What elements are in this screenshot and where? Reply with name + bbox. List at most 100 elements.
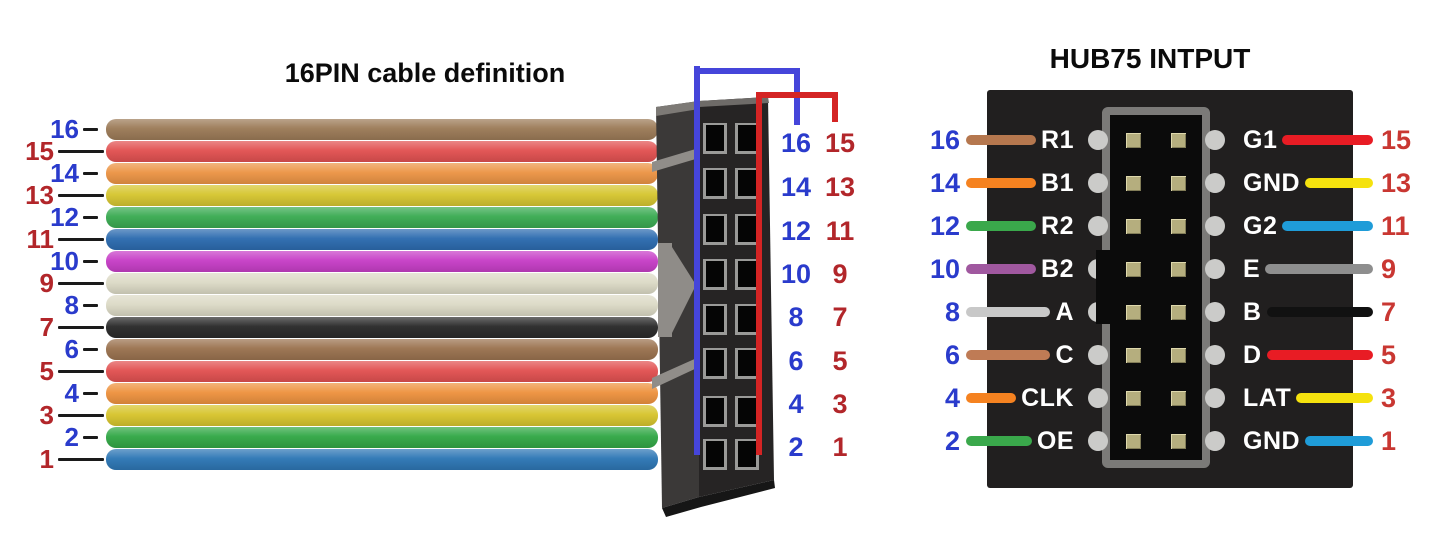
wire-stub	[1265, 264, 1373, 274]
pin-socket	[1205, 173, 1225, 193]
connector-pin-number-even: 4	[788, 389, 804, 419]
ribbon-wire	[106, 119, 658, 140]
wire-pin-label: 2	[0, 424, 98, 450]
ribbon-wire	[106, 361, 658, 382]
hub75-right-signal: D	[1243, 340, 1373, 370]
hub75-pin-number-odd: 15	[1381, 125, 1412, 155]
wire-pin-label: 10	[0, 248, 98, 274]
pin-socket	[1205, 130, 1225, 150]
wire-pin-number: 13	[25, 180, 54, 210]
pin-socket	[1205, 345, 1225, 365]
hub75-pin-number-even: 8	[944, 297, 960, 327]
pin-contact	[1171, 305, 1186, 320]
wire-pin-number: 5	[39, 356, 54, 386]
hub75-diagram-title: HUB75 INTPUT	[1049, 43, 1251, 74]
hub75-pin-number-odd: 11	[1381, 211, 1410, 241]
wire-pin-number: 1	[39, 444, 54, 474]
ribbon-wire	[106, 185, 658, 206]
lead-line	[83, 347, 98, 351]
signal-label: B1	[1041, 168, 1074, 197]
connector-pin-number-even: 2	[788, 432, 804, 462]
hub75-right-signal: GND	[1243, 168, 1373, 198]
signal-label: CLK	[1021, 383, 1074, 412]
pin-hole	[738, 216, 756, 242]
insert-arrow-head-icon	[672, 247, 696, 333]
hub75-pin-number-odd: 3	[1381, 383, 1397, 413]
signal-label: E	[1243, 254, 1261, 283]
lead-line	[58, 325, 104, 329]
wire-stub	[966, 350, 1051, 360]
wire-pin-label: 13	[0, 182, 104, 208]
lead-line	[83, 303, 98, 307]
wire-pin-number: 10	[50, 246, 79, 276]
pin-socket	[1088, 216, 1108, 236]
pin-socket	[1088, 388, 1108, 408]
lead-line	[58, 237, 104, 241]
hub75-pin-number-even: 14	[929, 168, 960, 198]
hub75-pin-number-even: 16	[929, 125, 960, 155]
pin-socket	[1088, 173, 1108, 193]
idc-connector	[652, 66, 838, 517]
pin-socket	[1088, 345, 1108, 365]
wire-stub	[966, 221, 1037, 231]
connector-pin-number-odd: 11	[825, 216, 855, 246]
pin-hole	[738, 398, 756, 424]
connector-pin-number-even: 14	[780, 172, 812, 202]
wire-pin-label: 11	[0, 226, 104, 252]
lead-line	[58, 413, 104, 417]
lead-line	[58, 193, 104, 197]
wire-pin-number: 4	[64, 378, 79, 408]
pin-hole-grid	[703, 123, 759, 470]
pin-hole	[738, 306, 756, 332]
wire-pin-number: 6	[64, 334, 79, 364]
wire-pin-label: 1	[0, 446, 104, 472]
hub75-pin-number-even: 12	[929, 211, 960, 241]
wire-stub	[1296, 393, 1373, 403]
pin-hole	[706, 170, 724, 196]
wire-pin-number: 11	[26, 224, 55, 254]
pin-hole	[738, 441, 756, 467]
hub75-right-signal: G1	[1243, 125, 1373, 155]
signal-label: D	[1243, 340, 1262, 369]
hub75-left-signal: B1	[966, 168, 1074, 198]
wire-pin-number: 15	[25, 136, 54, 166]
pin-hole	[706, 441, 724, 467]
lead-line	[83, 435, 98, 439]
hub75-right-signal: GND	[1243, 426, 1373, 456]
connector-pin-number-even: 6	[788, 346, 804, 376]
signal-label: A	[1055, 297, 1074, 326]
wire-pin-label: 16	[0, 116, 98, 142]
pin-contact	[1126, 219, 1141, 234]
wire-stub	[1305, 436, 1373, 446]
connector-pin-number-even: 16	[780, 128, 812, 158]
lead-line	[83, 259, 98, 263]
wire-pin-label: 15	[0, 138, 104, 164]
wire-stub	[966, 436, 1032, 446]
ribbon-wire	[106, 251, 658, 272]
pin-contact	[1171, 391, 1186, 406]
pin-socket	[1205, 216, 1225, 236]
signal-label: GND	[1243, 426, 1301, 455]
pin-contact	[1126, 434, 1141, 449]
connector-pin-number-odd: 3	[832, 389, 848, 419]
connector-side-bevel	[656, 101, 699, 116]
hub75-pin-number-even: 4	[944, 383, 960, 413]
clamp-stripe-top	[652, 148, 699, 172]
pin-hole	[706, 216, 724, 242]
wire-pin-label: 5	[0, 358, 104, 384]
wire-stub	[966, 393, 1017, 403]
hub75-pin-number-even: 10	[929, 254, 960, 284]
signal-label: B2	[1041, 254, 1074, 283]
connector-pin-number-odd: 9	[832, 259, 848, 289]
pin-contact	[1171, 262, 1186, 277]
connector-pin-number-even: 8	[788, 302, 804, 332]
connector-pin-number-odd: 13	[824, 172, 856, 202]
wire-pin-number: 9	[39, 268, 54, 298]
pin-hole	[706, 350, 724, 376]
pin-contact	[1126, 391, 1141, 406]
blue-bracket-line	[697, 68, 800, 125]
lead-line	[83, 391, 98, 395]
signal-label: G2	[1243, 211, 1278, 240]
connector-shroud	[1102, 107, 1210, 468]
